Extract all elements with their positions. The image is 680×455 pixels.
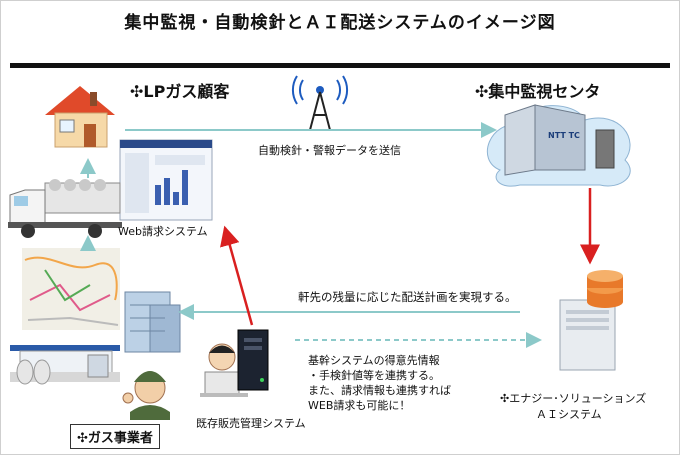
route-map-icon (22, 248, 120, 330)
gas-worker-icon (122, 371, 170, 420)
delivery-plan-label: 軒先の残量に応じた配送計画を実現する。 (298, 290, 517, 304)
core-system-line-2: ・手検針値等を連携する。 (308, 369, 440, 382)
core-system-line-1: 基幹システムの得意先情報 (308, 354, 440, 367)
sales-to-web-arrow (220, 225, 254, 326)
customer-label: ✣LPガス顧客 (130, 82, 230, 101)
antenna-icon (291, 75, 349, 131)
web-billing-screen-icon (119, 139, 213, 221)
legacy-server-icon (237, 329, 269, 391)
center-label: ✣集中監視センタ (475, 82, 601, 101)
building-sign: NTT TC (548, 131, 580, 140)
send-data-label: 自動検針・警報データを送信 (258, 144, 401, 157)
ai-server-icon (559, 270, 623, 371)
gas-plant-icon (10, 345, 120, 385)
core-system-line-3: また、請求情報も連携すれば (308, 384, 451, 397)
house-icon (45, 86, 115, 148)
page-title: 集中監視・自動検針とＡＩ配送システムのイメージ図 (124, 13, 556, 33)
ai-system-label-2: ＡＩシステム (536, 408, 602, 421)
ai-system-label-1: ✣エナジー･ソリューションズ (500, 392, 647, 405)
truck-icon (8, 179, 122, 238)
web-billing-label: Web請求システム (118, 225, 208, 238)
office-building-icon (124, 291, 181, 353)
core-system-line-4: WEB請求も可能に！ (308, 399, 411, 412)
data-center-icon (486, 104, 631, 187)
office-staff-icon (200, 343, 248, 397)
existing-sales-label: 既存販売管理システム (196, 417, 306, 430)
gas-operator-label: ✣ガス事業者 (70, 424, 160, 449)
title-underline (10, 63, 670, 68)
